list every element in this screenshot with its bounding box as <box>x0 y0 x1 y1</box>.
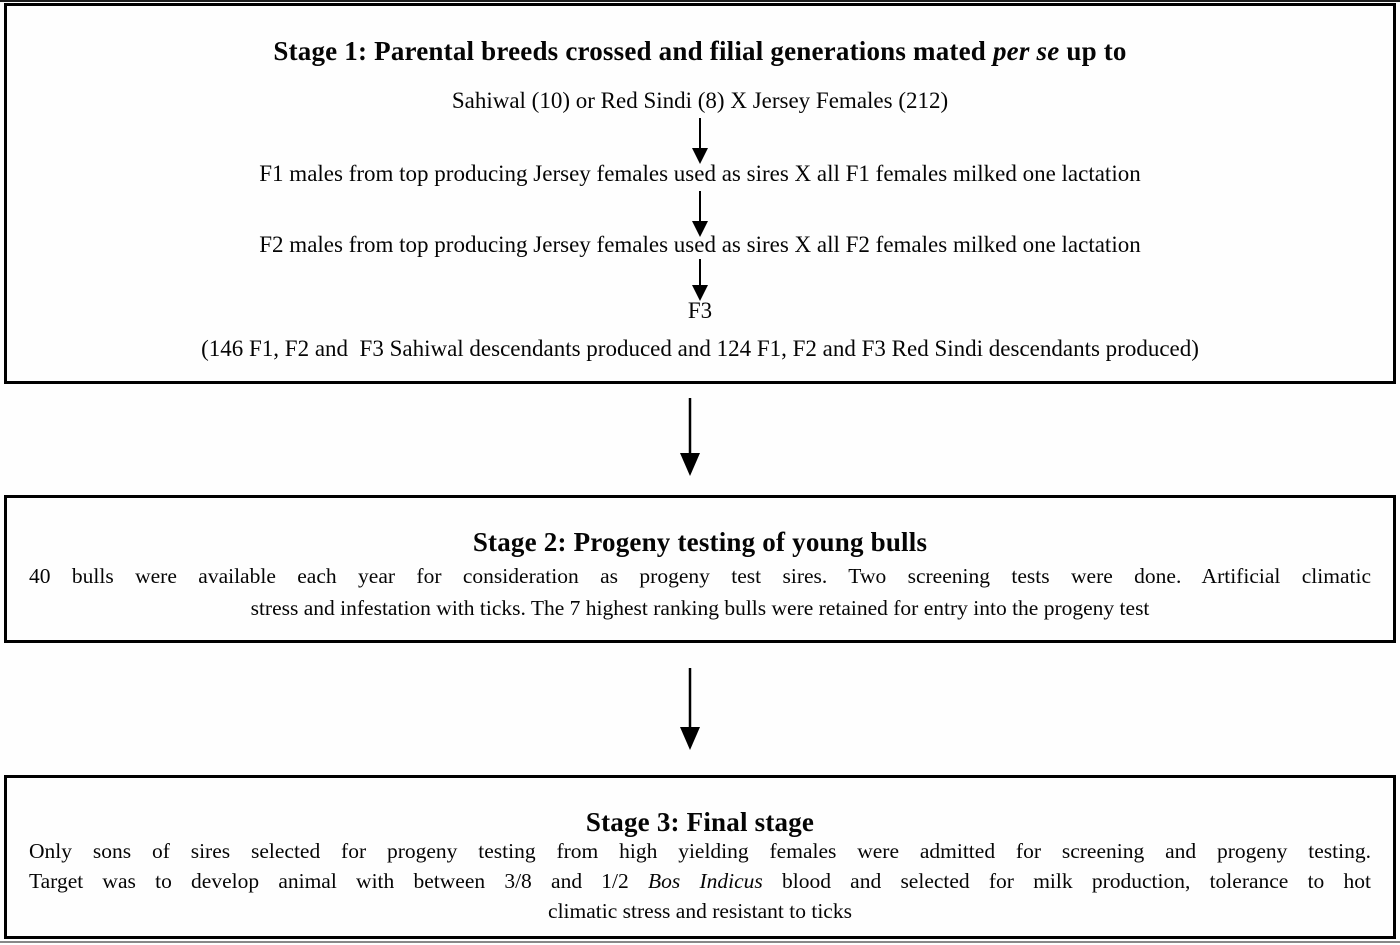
stage3-body-line: Target was to develop animal with betwee… <box>29 866 1371 896</box>
stage1-f1-line: F1 males from top producing Jersey femal… <box>259 161 1141 186</box>
down-arrow-icon <box>677 668 701 750</box>
stage1-box: Stage 1: Parental breeds crossed and fil… <box>4 3 1396 384</box>
stage1-title-suffix: up to <box>1059 36 1127 67</box>
scan-edge-bottom <box>0 941 1400 943</box>
stage1-title-italic: per se <box>992 36 1060 67</box>
stage1-title-text: Stage 1: Parental breeds crossed and fil… <box>273 36 993 67</box>
stage1-f3-label: F3 <box>687 298 713 323</box>
stage3-body-line2-prefix: Target was to develop animal with betwee… <box>29 869 648 893</box>
stage2-title: Stage 2: Progeny testing of young bulls <box>472 527 928 558</box>
stage3-body-line: climatic stress and resistant to ticks <box>548 899 852 923</box>
down-arrow-icon <box>688 259 712 301</box>
scan-edge-top <box>0 0 1400 2</box>
stage1-cross-line: Sahiwal (10) or Red Sindi (8) X Jersey F… <box>451 88 949 113</box>
stage1-summary-line: (146 F1, F2 and F3 Sahiwal descendants p… <box>201 336 1199 361</box>
stage2-box: Stage 2: Progeny testing of young bulls … <box>4 495 1396 643</box>
stage3-body: Only sons of sires selected for progeny … <box>29 836 1371 926</box>
stage3-body-line2-suffix: blood and selected for milk production, … <box>762 869 1371 893</box>
stage3-body-line2-italic: Bos Indicus <box>648 869 763 893</box>
stage1-f2-line: F2 males from top producing Jersey femal… <box>259 232 1141 257</box>
down-arrow-icon <box>688 191 712 237</box>
down-arrow-icon <box>677 398 701 476</box>
stage3-box: Stage 3: Final stage Only sons of sires … <box>4 775 1396 939</box>
stage1-title: Stage 1: Parental breeds crossed and fil… <box>7 36 1393 67</box>
stage2-body-line: stress and infestation with ticks. The 7… <box>250 596 1150 620</box>
stage3-title: Stage 3: Final stage <box>585 807 815 838</box>
down-arrow-icon <box>688 118 712 164</box>
stage2-body: 40 bulls were available each year for co… <box>29 560 1371 624</box>
stage2-body-line: 40 bulls were available each year for co… <box>29 564 1371 588</box>
stage3-body-line: Only sons of sires selected for progeny … <box>29 839 1371 863</box>
